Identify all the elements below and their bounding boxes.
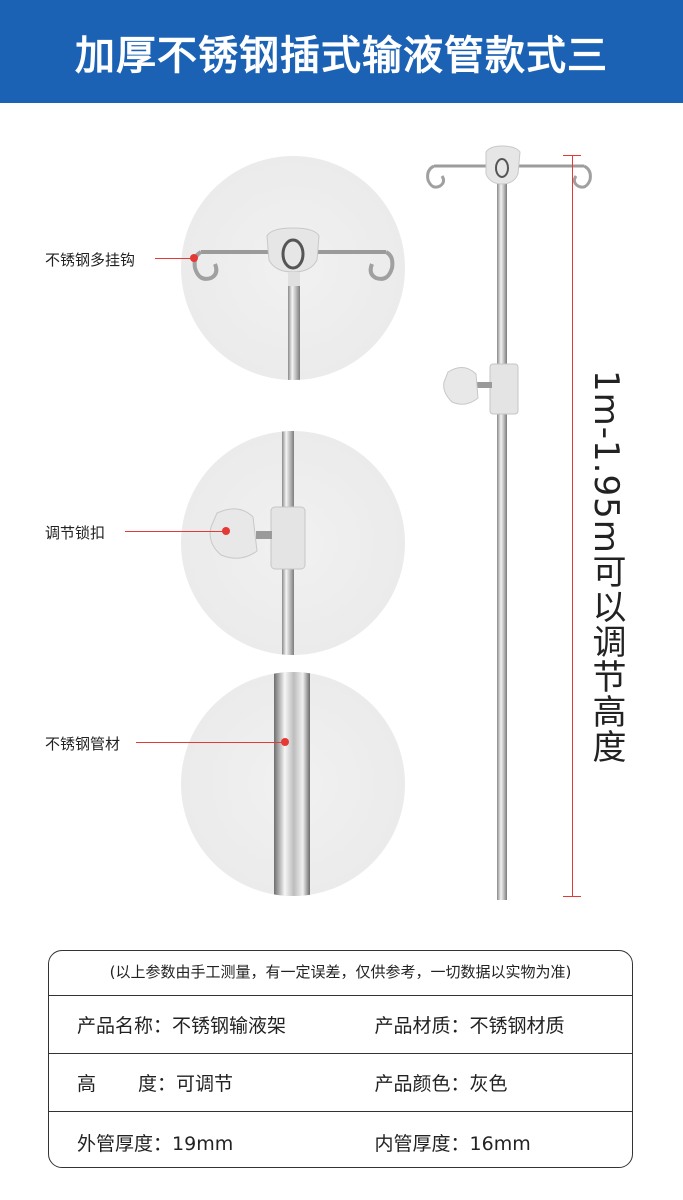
callout-dot-lock [222, 527, 230, 535]
iv-pole-illustration [426, 145, 592, 900]
spec-row: 产品名称：不锈钢输液架 产品材质：不锈钢材质 [49, 996, 632, 1054]
spec-cell: 内管厚度：16mm [335, 1129, 633, 1156]
page-title: 加厚不锈钢插式输液管款式三 [75, 32, 608, 79]
title-banner: 加厚不锈钢插式输液管款式三 [0, 0, 683, 103]
hook-detail-illustration [192, 227, 395, 380]
spec-table: (以上参数由手工测量，有一定误差，仅供参考，一切数据以实物为准) 产品名称：不锈… [48, 950, 633, 1168]
callout-dot-hooks [190, 254, 198, 262]
spec-value: 19mm [172, 1132, 234, 1155]
callout-label-hooks: 不锈钢多挂钩 [45, 251, 136, 269]
callout-dot-tube [281, 738, 289, 746]
spec-value: 灰色 [469, 1073, 508, 1095]
spec-row: 高 度：可调节 产品颜色：灰色 [49, 1054, 632, 1112]
lock-detail-illustration [209, 431, 306, 655]
callout-label-tube: 不锈钢管材 [45, 735, 121, 753]
spec-cell: 高 度：可调节 [49, 1069, 335, 1096]
dimension-cap-bottom [563, 896, 581, 897]
callout-line-lock [125, 531, 225, 532]
callout-label-lock: 调节锁扣 [45, 524, 106, 542]
dimension-text: 1m-1.95m可以调节高度 [586, 370, 626, 764]
detail-circle-tube [181, 672, 405, 896]
spec-key: 产品名称： [77, 1015, 173, 1037]
spec-cell: 外管厚度：19mm [49, 1129, 335, 1156]
dimension-line [572, 155, 573, 897]
spec-cell: 产品颜色：灰色 [335, 1069, 633, 1096]
detail-circle-hooks [181, 156, 405, 380]
spec-value: 不锈钢材质 [469, 1015, 565, 1037]
spec-value: 不锈钢输液架 [172, 1015, 287, 1037]
spec-value: 可调节 [176, 1073, 234, 1095]
spec-key: 高 [77, 1073, 97, 1095]
spec-note: (以上参数由手工测量，有一定误差，仅供参考，一切数据以实物为准) [49, 951, 632, 996]
callout-line-tube [136, 742, 284, 743]
spec-row: 外管厚度：19mm 内管厚度：16mm [49, 1112, 633, 1167]
spec-cell: 产品材质：不锈钢材质 [335, 1011, 633, 1038]
detail-circle-lock [181, 431, 405, 655]
spec-key: 外管厚度： [77, 1132, 173, 1155]
spec-key: 内管厚度： [374, 1132, 470, 1155]
spec-value: 16mm [469, 1132, 531, 1155]
spec-key: 度： [138, 1073, 177, 1095]
tube-detail-illustration [274, 672, 310, 896]
spec-key: 产品颜色： [374, 1073, 470, 1095]
spec-key: 产品材质： [374, 1015, 470, 1037]
callout-line-hooks [155, 258, 193, 259]
spec-cell: 产品名称：不锈钢输液架 [49, 1011, 335, 1038]
